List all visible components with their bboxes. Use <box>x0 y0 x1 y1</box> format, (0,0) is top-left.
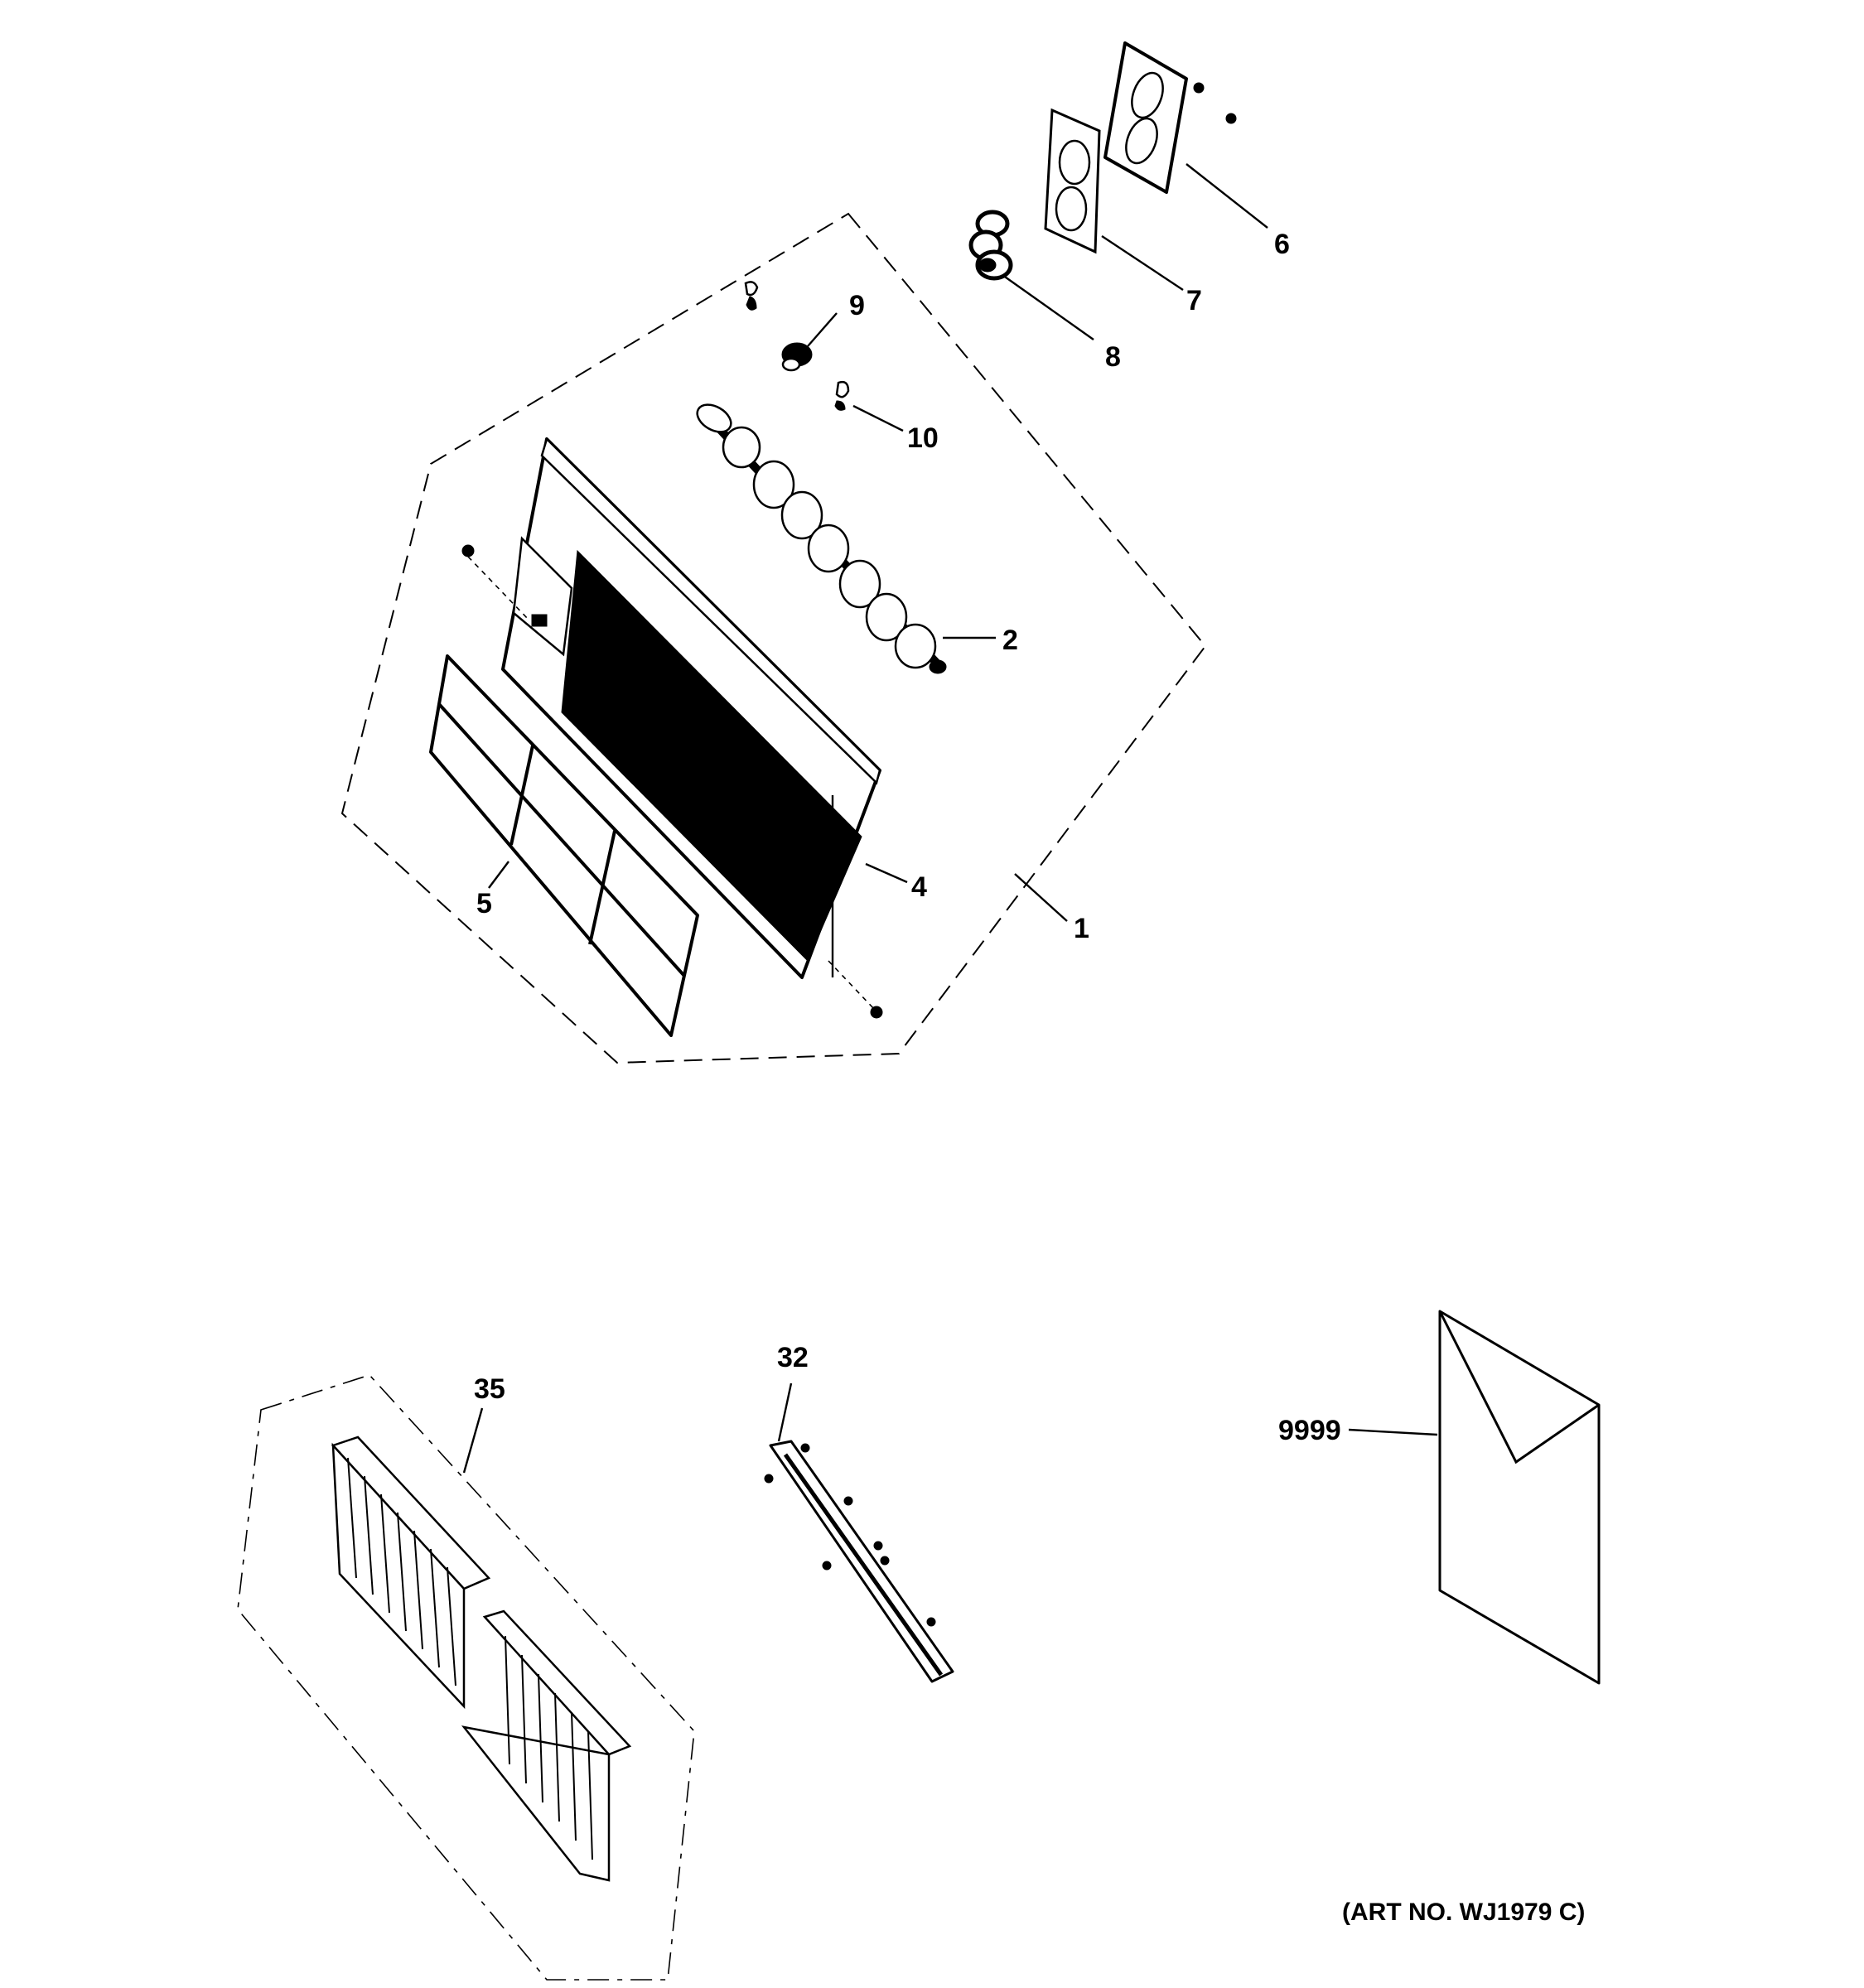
part-6-control-panel <box>1103 41 1237 194</box>
leader-4 <box>865 862 908 884</box>
leader-9999 <box>1348 1428 1438 1436</box>
panel-screw-bottom <box>828 960 883 1019</box>
callout-10: 10 <box>907 422 939 454</box>
leader-6 <box>1186 163 1268 229</box>
part-2-louvers <box>696 403 947 674</box>
leader-32 <box>777 1382 793 1442</box>
assembly-1-boundary <box>340 212 1207 1064</box>
leader-8 <box>1002 274 1094 340</box>
callout-32: 32 <box>777 1342 809 1373</box>
part-10-clip <box>834 380 850 411</box>
callout-1: 1 <box>1074 913 1089 944</box>
part-7-overlay <box>1044 108 1101 254</box>
part-32-rail <box>764 1440 954 1683</box>
part-8-knobs <box>968 210 1013 281</box>
panel-screw-top <box>461 544 529 620</box>
part-5-filter <box>429 654 699 1037</box>
leader-1 <box>1014 873 1068 922</box>
callout-9: 9 <box>849 290 865 321</box>
callout-8: 8 <box>1105 341 1121 373</box>
part-35-grille-upper <box>331 1436 491 1710</box>
callout-5: 5 <box>476 888 492 919</box>
callout-9999: 9999 <box>1278 1415 1341 1446</box>
callout-4: 4 <box>911 871 927 903</box>
part-9999-envelope <box>1438 1310 1601 1685</box>
leader-9 <box>807 312 838 347</box>
callout-35: 35 <box>474 1373 505 1405</box>
art-number: (ART NO. WJ1979 C) <box>1342 1899 1585 1926</box>
callout-2: 2 <box>1002 625 1018 656</box>
leader-35 <box>462 1407 484 1474</box>
callout-7: 7 <box>1186 285 1202 316</box>
callout-6: 6 <box>1274 229 1290 260</box>
part-35-group <box>237 1374 695 1981</box>
leader-10 <box>852 404 904 432</box>
leader-7 <box>1101 234 1184 292</box>
part-9-clip <box>744 281 813 372</box>
part-4-front-panel <box>501 437 881 979</box>
assembly-1-group <box>340 212 1207 1064</box>
part-35-grille-lower <box>461 1609 632 1882</box>
leader-5 <box>488 861 509 889</box>
